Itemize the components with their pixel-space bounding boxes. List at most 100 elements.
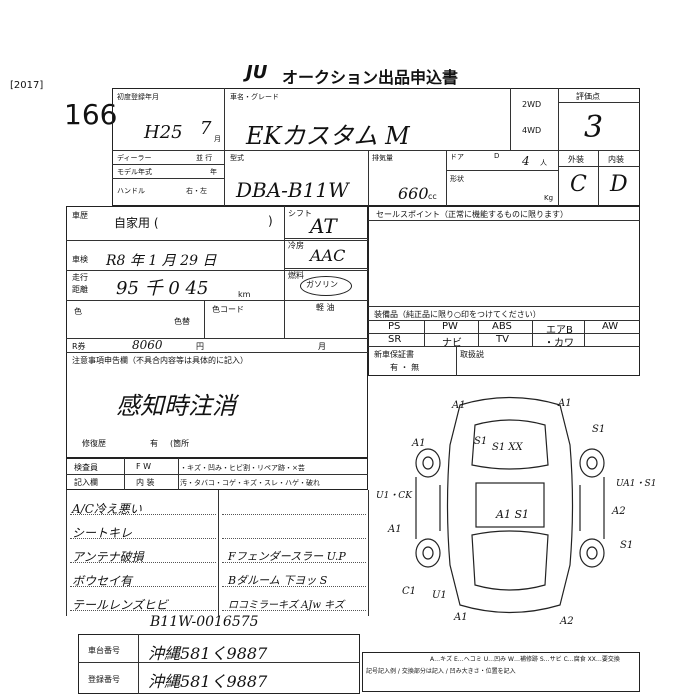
fuel-value: ガソリン — [306, 280, 338, 289]
fill-interior: 内 装 — [136, 478, 155, 487]
month-unit: 月 — [214, 135, 221, 143]
type-label: 型式 — [230, 154, 244, 162]
brand-logo: JU — [246, 62, 268, 83]
door-label: ドア — [450, 153, 464, 161]
right-column-frame — [368, 206, 640, 376]
equip-abs: ABS — [492, 321, 512, 332]
usage-close: ) — [268, 214, 273, 228]
handle-opts: 右・左 — [186, 187, 207, 195]
diagram-label-16: A2 — [560, 616, 574, 627]
score-value: 3 — [584, 110, 604, 145]
diagram-label-10: A2 — [612, 506, 626, 517]
form-title: オークション出品申込書 — [282, 68, 459, 87]
diagram-label-9: A1 S1 — [496, 508, 529, 521]
reg-value: 沖縄581く9887 — [148, 672, 268, 691]
inspection-label: 車検 — [72, 255, 88, 264]
diagram-label-7: UA1・S1 — [616, 479, 657, 489]
color-code-label: 色コード — [212, 305, 244, 314]
dealer-opts: 並 行 — [196, 154, 213, 162]
maint-label: 新車保証書 — [374, 350, 414, 359]
remark-3: アンテナ破損 — [72, 550, 144, 564]
repair-value: 有 — [150, 439, 158, 448]
interior-label: 内装 — [608, 155, 624, 164]
frame-value: 沖縄581く9887 — [148, 644, 268, 663]
disp-value: 660 — [398, 184, 429, 203]
year-unit: 年 — [210, 168, 217, 176]
equip-airbag: エアB — [546, 325, 573, 336]
usage-label: 車歴 — [72, 211, 88, 220]
diagram-label-11: A1 — [388, 524, 402, 535]
type-value: DBA-B11W — [236, 178, 349, 202]
month-label: 月 — [318, 342, 326, 351]
fuel-other: 軽 油 — [316, 303, 335, 312]
top-section-frame — [112, 88, 640, 206]
usage-value: 自家用 ( — [114, 216, 159, 230]
equip-pw: PW — [442, 321, 458, 332]
chassis-partial: B11W-0016575 — [150, 614, 259, 630]
repair-part: (箇所 — [170, 439, 190, 448]
remark-right-5: ロコミラーキズ AJw キズ — [228, 600, 345, 611]
seats-unit: 人 — [540, 159, 547, 167]
diagram-label-12: S1 — [620, 540, 634, 551]
diagram-label-6: A1 — [412, 438, 426, 449]
legend-text-2: 記号記入例 / 交換部分は記入 / 凹み大きさ・位置を記入 — [366, 668, 516, 675]
diagram-label-3: S1 — [474, 436, 488, 447]
lot-number: 166 — [64, 98, 118, 131]
mileage-label: 走行 — [72, 273, 88, 282]
remark-right-4: Bダルーム 下ヨッ S — [228, 574, 328, 587]
recycle-value: 8060 — [132, 338, 163, 352]
legend-frame — [362, 652, 640, 692]
diagram-label-1: A1 — [452, 400, 466, 411]
drive-2wd: 2WD — [522, 100, 542, 109]
fill-options: 汚・タバコ・コゲ・キズ・スレ・ハゲ・破れ — [180, 479, 320, 487]
disp-unit: cc — [428, 192, 437, 201]
car-damage-diagram — [415, 396, 605, 614]
shift-label: シフト — [288, 209, 312, 218]
inspection-value: R8 年 1 月 29 日 — [106, 253, 217, 269]
equipment-label: 装備品（純正品に限り○印をつけてください） — [374, 310, 541, 319]
handle-label: ハンドル — [117, 187, 145, 195]
remark-5: テールレンズヒビ — [72, 598, 168, 612]
score-label: 評価点 — [576, 92, 600, 101]
ac-label: 冷房 — [288, 241, 304, 250]
remark-4: ボウセイ有 — [72, 574, 133, 588]
seats-value: 4 — [522, 154, 530, 168]
equip-navi: ナビ — [442, 338, 462, 349]
equip-leather: ・カワ — [544, 338, 574, 349]
notes-value: 感知時注消 — [116, 392, 236, 420]
diagram-label-14: U1 — [432, 590, 447, 601]
form-year: [2017] — [10, 80, 44, 91]
remark-1: A/C冷え悪い — [72, 502, 142, 516]
equip-tv: TV — [496, 334, 509, 345]
model-value: EKカスタム M — [246, 122, 410, 150]
diagram-label-4: S1 XX — [492, 442, 523, 453]
left-column-frame — [66, 206, 368, 458]
legend-text: A…キズ E…ヘコミ U…凹み W…補修跡 S…サビ C…腐食 XX…要交換 — [430, 656, 620, 663]
fuel-label: 燃料 — [288, 271, 304, 280]
exterior-label: 外装 — [568, 155, 584, 164]
diagram-label-8: U1・CK — [376, 491, 412, 501]
first-reg-value: H25 — [144, 122, 183, 143]
ac-value: AAC — [310, 246, 346, 265]
inspector-label: 検査員 — [74, 463, 98, 472]
diagram-label-13: C1 — [402, 586, 417, 597]
shift-value: AT — [310, 214, 337, 238]
color-change-label: 色替 — [174, 317, 190, 326]
fill-label: 記入欄 — [74, 478, 98, 487]
diagram-label-15: A1 — [454, 612, 468, 623]
remark-2: シートキレ — [72, 526, 133, 540]
equip-aw: AW — [602, 321, 619, 332]
model-label: 車名・グレード — [230, 93, 279, 101]
reg-label: 登録番号 — [88, 675, 120, 684]
mileage-sub: 距離 — [72, 285, 88, 294]
drive-4wd: 4WD — [522, 126, 542, 135]
model-year-label: モデル年式 — [117, 168, 152, 176]
recycle-unit: 円 — [196, 342, 204, 351]
shape-label: 形状 — [450, 175, 464, 183]
mileage-unit: km — [238, 290, 251, 299]
equip-sr: SR — [388, 334, 402, 345]
inspector-fw: F W — [136, 462, 152, 471]
handwritten-note: 取扱説 — [460, 350, 484, 359]
remark-right-3: Fフェンダースラー U.P — [228, 550, 346, 563]
recycle-label: R券 — [72, 342, 86, 351]
